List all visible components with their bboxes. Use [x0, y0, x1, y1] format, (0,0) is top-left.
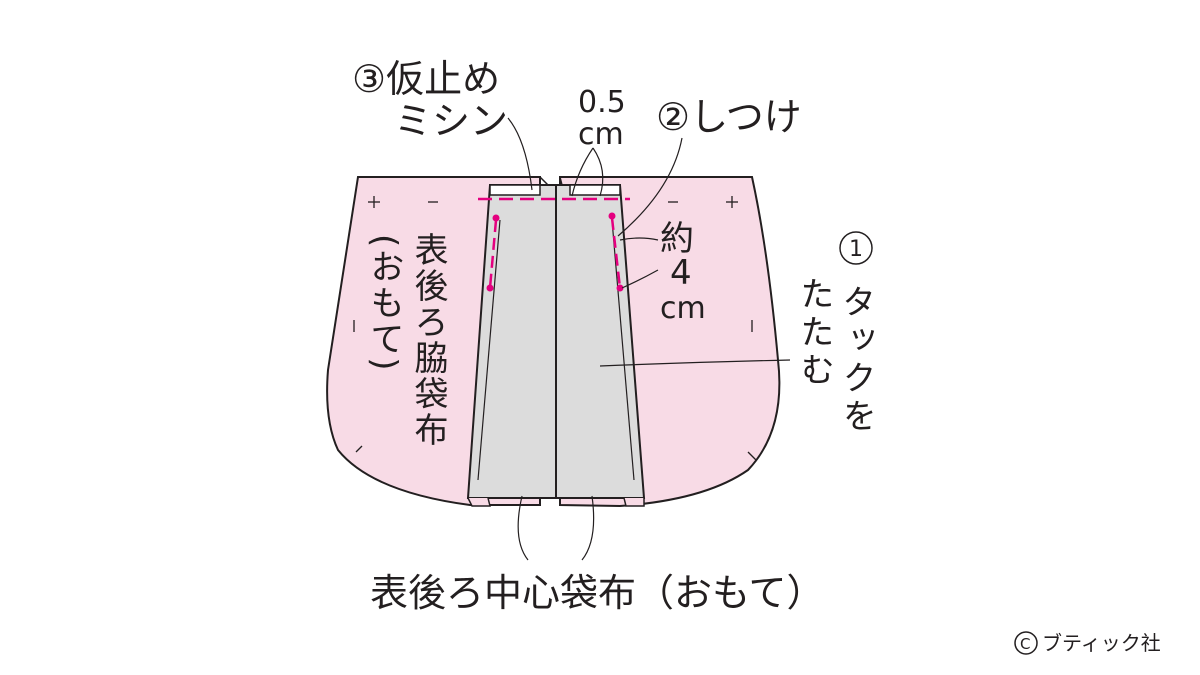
top-tab-left: [539, 176, 549, 186]
stitch-dot-1: [492, 214, 500, 222]
stitch-dot-4: [616, 284, 624, 292]
step1-label-col2: たたむ: [794, 276, 834, 390]
step3-label-line1: ③仮止め: [352, 57, 500, 101]
side-bag-label-omote: (おもて): [364, 234, 404, 373]
approx-label-2: 4: [670, 253, 692, 293]
copyright-icon-c: C: [1020, 635, 1030, 653]
fold-corner-left: [467, 497, 491, 507]
step3-label-line2: ミシン: [394, 99, 508, 143]
basting-stitch-left: [488, 219, 498, 289]
stitch-dot-3: [608, 212, 616, 220]
stitch-dot-2: [486, 284, 494, 292]
step1-label-col1: タックを: [836, 284, 876, 436]
basting-stitch-right: [610, 217, 622, 289]
seam-allowance-value: 0.5: [578, 85, 626, 120]
guide-marks: [353, 196, 757, 461]
seam-allowance-unit: cm: [578, 117, 624, 152]
credit-text: ブティック社: [1042, 631, 1161, 655]
top-strip-right: [569, 184, 621, 196]
top-strip-left: [489, 184, 541, 196]
tuck-edge-left: [477, 219, 501, 481]
center-bag-label: 表後ろ中心袋布（おもて）: [370, 571, 824, 615]
copyright-icon: [1014, 631, 1038, 655]
step2-label: ②しつけ: [656, 95, 802, 139]
side-bag-label: 表後ろ脇袋布: [408, 232, 448, 448]
top-tab-right: [559, 176, 563, 186]
fold-corner-right: [623, 497, 645, 507]
approx-label-3: cm: [660, 291, 706, 326]
step1-number: 1: [849, 237, 863, 262]
approx-label-1: 約: [660, 219, 694, 259]
leader-lines: [507, 117, 791, 561]
tuck-edge-right: [611, 219, 635, 481]
step1-number-circle: [839, 231, 873, 265]
